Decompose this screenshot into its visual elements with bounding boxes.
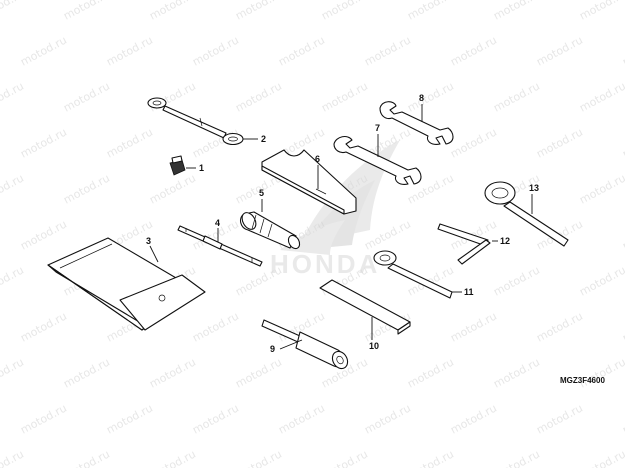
watermark-text: motod.ru <box>0 0 26 23</box>
watermark-text: motod.ru <box>276 401 327 436</box>
watermark-text: motod.ru <box>448 309 499 344</box>
watermark-text: motod.ru <box>491 79 542 114</box>
watermark-text: motod.ru <box>233 0 284 23</box>
watermark-text: motod.ru <box>405 447 456 468</box>
watermark-text: motod.ru <box>319 79 370 114</box>
part-9-plug-wrench <box>261 319 349 370</box>
watermark-text: motod.ru <box>147 0 198 23</box>
callout-10: 10 <box>369 341 379 351</box>
watermark-text: motod.ru <box>190 33 241 68</box>
part-3-tool-bag <box>47 237 206 331</box>
watermark-text: motod.ru <box>190 401 241 436</box>
watermark-text: motod.ru <box>491 355 542 390</box>
callout-6: 6 <box>315 154 320 164</box>
callout-4: 4 <box>215 218 220 228</box>
callout-8: 8 <box>419 93 424 103</box>
watermark-text: motod.ru <box>534 125 585 160</box>
callout-2: 2 <box>261 134 266 144</box>
watermark-text: motod.ru <box>319 447 370 468</box>
watermark-text: motod.ru <box>577 447 625 468</box>
watermark-text: motod.ru <box>620 401 625 436</box>
part-7-open-end-wrench <box>333 135 422 185</box>
watermark-text: motod.ru <box>491 447 542 468</box>
watermark-text: motod.ru <box>18 33 69 68</box>
callout-3: 3 <box>146 236 151 246</box>
watermark-text: motod.ru <box>61 447 112 468</box>
part-2-rod-wrench <box>147 97 244 146</box>
part-12-hex-key <box>437 223 491 265</box>
watermark-text: motod.ru <box>362 401 413 436</box>
watermark-text: motod.ru <box>104 33 155 68</box>
watermark-text: motod.ru <box>620 309 625 344</box>
watermark-text: motod.ru <box>61 355 112 390</box>
part-8-open-end-wrench <box>379 101 454 145</box>
part-13-ring-wrench <box>484 181 569 247</box>
watermark-text: motod.ru <box>405 355 456 390</box>
watermark-text: motod.ru <box>534 401 585 436</box>
watermark-text: motod.ru <box>0 171 26 206</box>
part-11-ring-spanner <box>373 250 453 299</box>
part-10-flat-sleeve <box>319 279 411 335</box>
watermark-text: motod.ru <box>620 33 625 68</box>
callout-11: 11 <box>464 287 474 297</box>
part-1-clip <box>169 155 186 176</box>
watermark-text: motod.ru <box>276 33 327 68</box>
watermark-text: motod.ru <box>577 171 625 206</box>
leader-3 <box>149 245 159 263</box>
watermark-text: motod.ru <box>448 33 499 68</box>
callout-9: 9 <box>270 344 275 354</box>
watermark-text: motod.ru <box>577 355 625 390</box>
watermark-text: motod.ru <box>620 217 625 252</box>
watermark-text: motod.ru <box>577 79 625 114</box>
watermark-text: motod.ru <box>18 125 69 160</box>
callout-7: 7 <box>375 123 380 133</box>
leader-9 <box>279 339 303 350</box>
watermark-text: motod.ru <box>620 125 625 160</box>
callout-1: 1 <box>199 163 204 173</box>
watermark-text: motod.ru <box>147 171 198 206</box>
watermark-text: motod.ru <box>147 355 198 390</box>
watermark-text: motod.ru <box>448 125 499 160</box>
watermark-text: motod.ru <box>405 79 456 114</box>
watermark-text: motod.ru <box>491 263 542 298</box>
watermark-text: motod.ru <box>491 0 542 23</box>
watermark-text: motod.ru <box>233 79 284 114</box>
watermark-text: motod.ru <box>61 79 112 114</box>
watermark-text: motod.ru <box>319 0 370 23</box>
watermark-text: motod.ru <box>61 0 112 23</box>
watermark-text: motod.ru <box>233 355 284 390</box>
watermark-text: motod.ru <box>0 447 26 468</box>
part-4-screwdriver-shaft <box>177 225 263 267</box>
watermark-text: motod.ru <box>534 309 585 344</box>
watermark-text: motod.ru <box>577 0 625 23</box>
callout-12: 12 <box>500 236 510 246</box>
watermark-text: motod.ru <box>18 401 69 436</box>
watermark-text: motod.ru <box>362 33 413 68</box>
watermark-text: motod.ru <box>534 33 585 68</box>
part-5-screwdriver-handle <box>239 211 301 250</box>
callout-5: 5 <box>259 188 264 198</box>
watermark-text: motod.ru <box>190 309 241 344</box>
watermark-text: motod.ru <box>233 447 284 468</box>
watermark-text: motod.ru <box>577 263 625 298</box>
watermark-text: motod.ru <box>147 447 198 468</box>
watermark-text: motod.ru <box>0 263 26 298</box>
watermark-text: motod.ru <box>448 401 499 436</box>
watermark-text: motod.ru <box>18 217 69 252</box>
watermark-text: motod.ru <box>61 171 112 206</box>
logo-text: HONDA <box>270 249 380 279</box>
watermark-text: motod.ru <box>0 79 26 114</box>
watermark-text: motod.ru <box>405 0 456 23</box>
part-6-pin-spanner <box>261 149 357 215</box>
watermark-text: motod.ru <box>104 401 155 436</box>
callout-13: 13 <box>529 183 539 193</box>
diagram-code: MGZ3F4600 <box>560 376 605 385</box>
watermark-text: motod.ru <box>104 125 155 160</box>
watermark-text: motod.ru <box>18 309 69 344</box>
watermark-text: motod.ru <box>0 355 26 390</box>
